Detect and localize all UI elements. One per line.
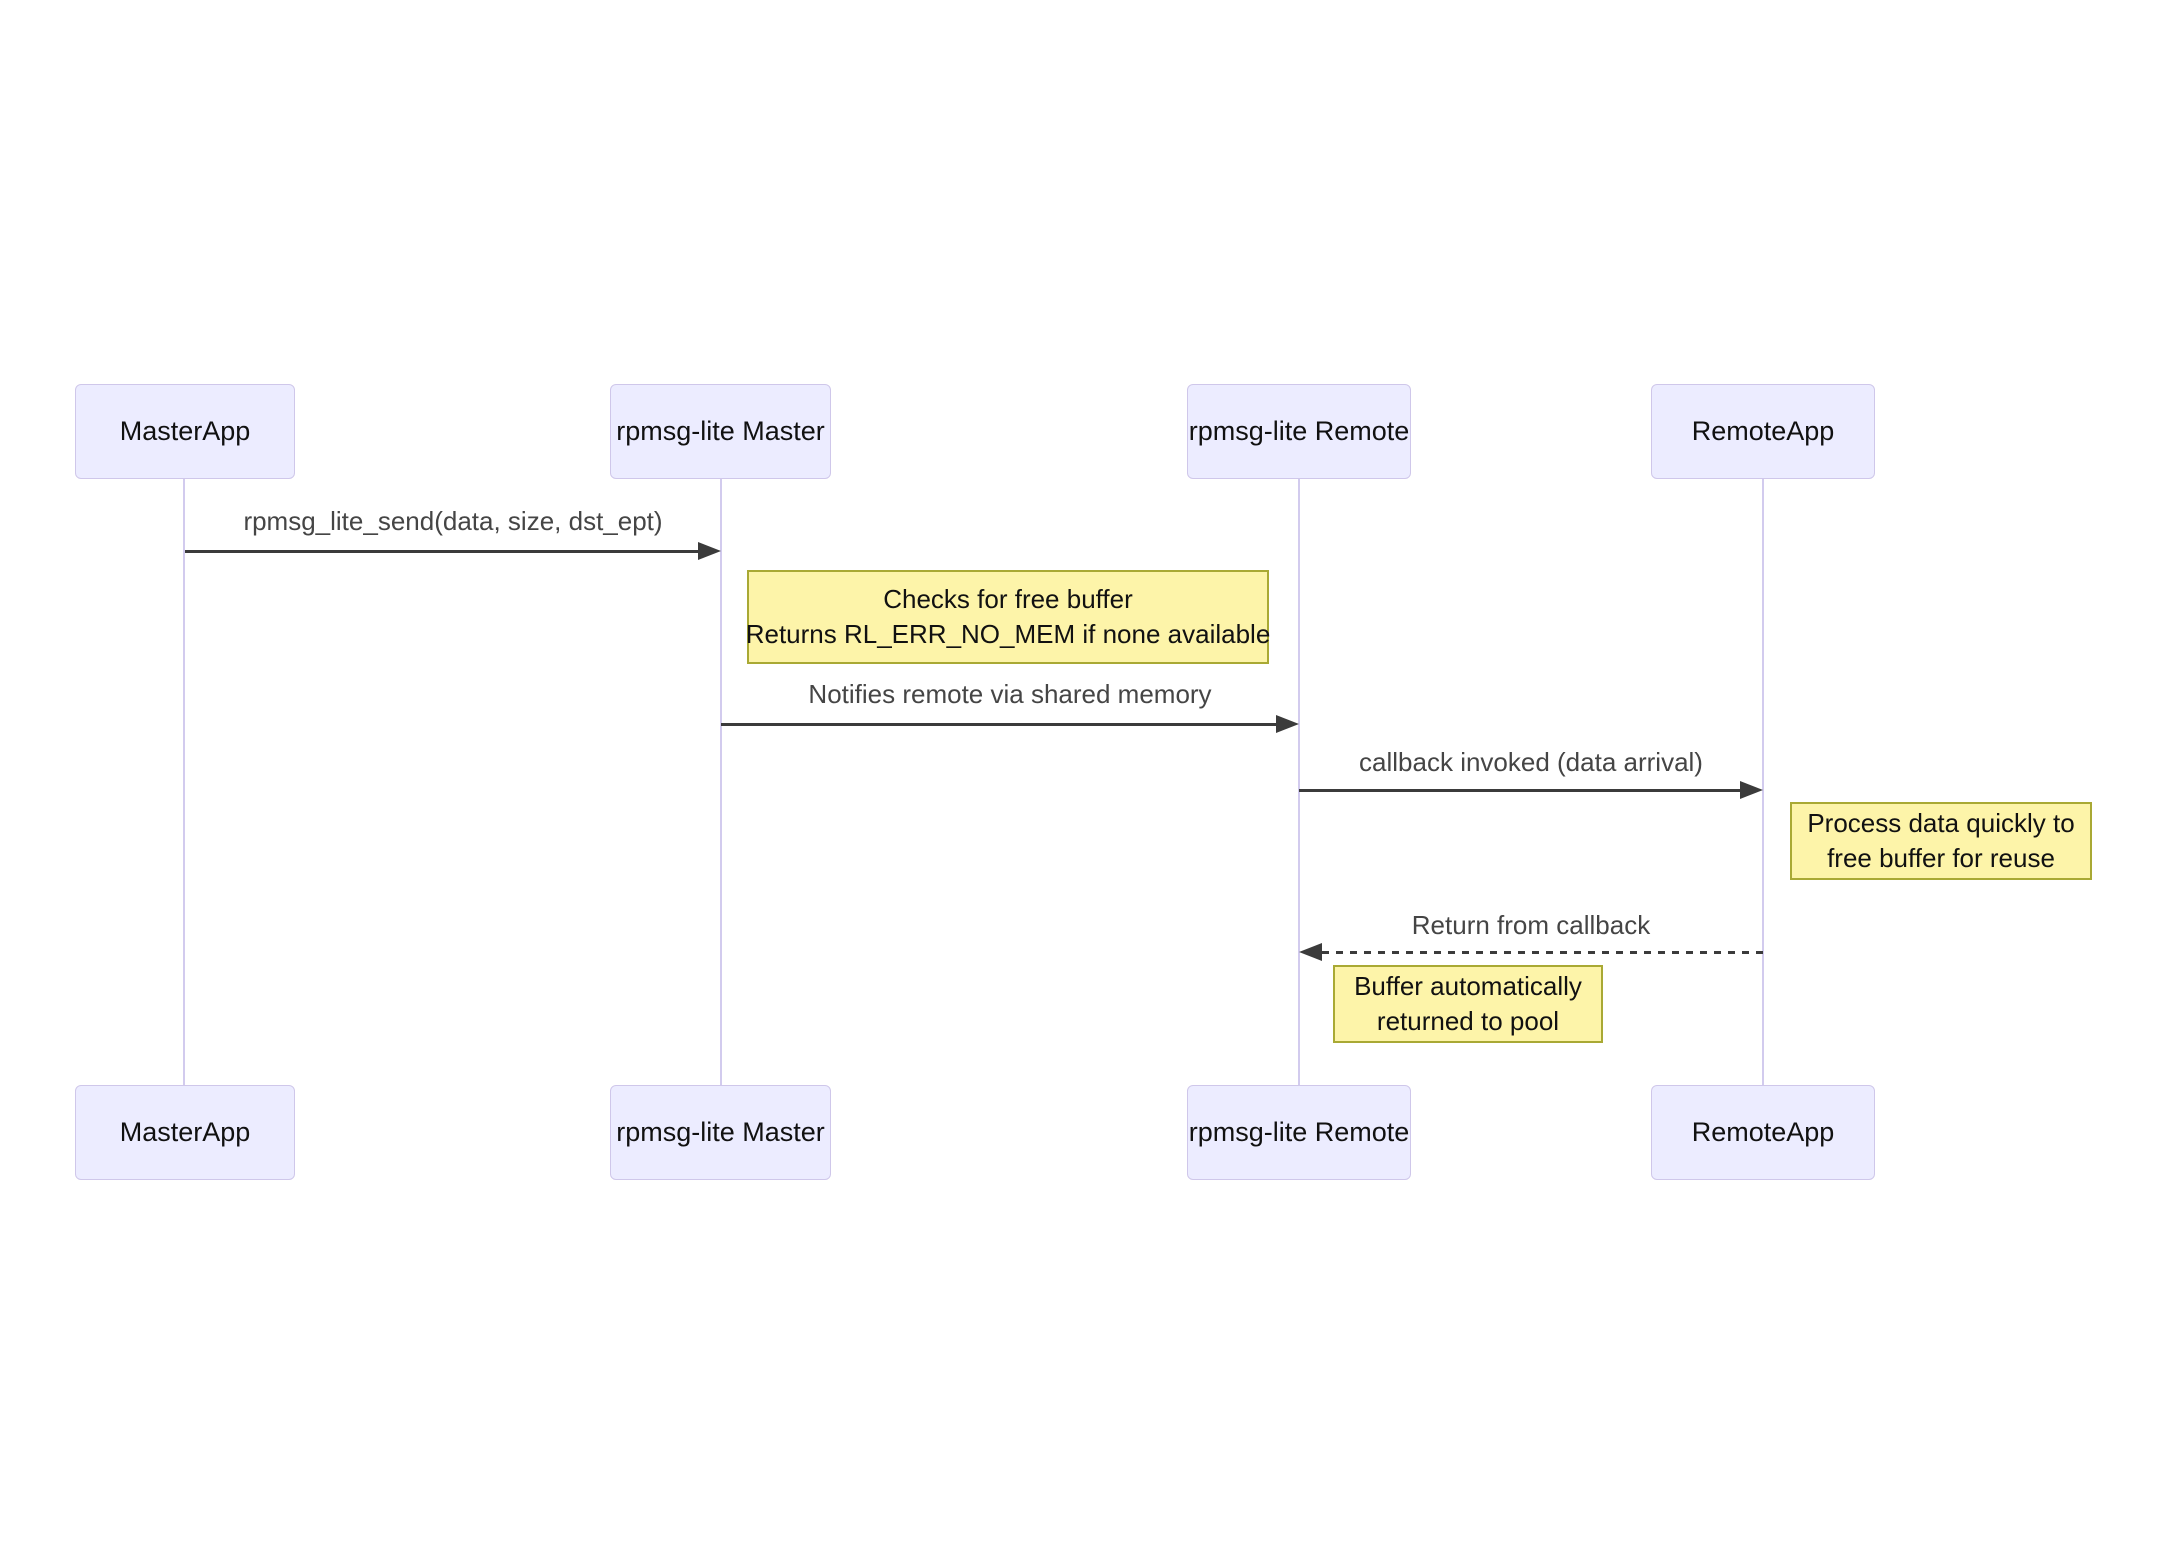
actor-label: rpmsg-lite Master — [616, 416, 825, 446]
message-label-notifies-remote: Notifies remote via shared memory — [808, 679, 1212, 709]
arrowhead-right-icon — [1740, 781, 1763, 799]
message-line-rpmsg-lite-send — [185, 550, 699, 553]
arrowhead-left-icon — [1299, 943, 1322, 961]
actor-label: MasterApp — [119, 1117, 251, 1147]
lifeline-remoteapp — [1762, 479, 1764, 1085]
actor-top-masterapp: MasterApp — [75, 384, 295, 479]
message-label-rpmsg-lite-send: rpmsg_lite_send(data, size, dst_ept) — [243, 506, 663, 536]
actor-bottom-rpmsg-lite-remote: rpmsg-lite Remote — [1187, 1085, 1411, 1180]
note-line: Process data quickly to — [1807, 808, 2075, 838]
actor-top-rpmsg-lite-master: rpmsg-lite Master — [610, 384, 831, 479]
actor-bottom-remoteapp: RemoteApp — [1651, 1085, 1875, 1180]
message-label-return-from-callback: Return from callback — [1411, 910, 1651, 940]
note-line: Checks for free buffer — [883, 584, 1133, 614]
message-line-notifies-remote — [721, 723, 1277, 726]
lifeline-masterapp — [183, 479, 185, 1085]
arrowhead-right-icon — [1276, 715, 1299, 733]
actor-top-remoteapp: RemoteApp — [1651, 384, 1875, 479]
lifeline-rpmsg-lite-master — [720, 479, 722, 1085]
actor-label: RemoteApp — [1691, 416, 1835, 446]
actor-bottom-masterapp: MasterApp — [75, 1085, 295, 1180]
message-label-callback-invoked: callback invoked (data arrival) — [1359, 747, 1703, 777]
actor-label: RemoteApp — [1691, 1117, 1835, 1147]
lifeline-rpmsg-lite-remote — [1298, 479, 1300, 1085]
arrowhead-right-icon — [698, 542, 721, 560]
note-line: free buffer for reuse — [1827, 843, 2055, 873]
message-line-return-from-callback — [1322, 951, 1763, 954]
actor-top-rpmsg-lite-remote: rpmsg-lite Remote — [1187, 384, 1411, 479]
note-process-data-quickly: Process data quickly to free buffer for … — [1790, 802, 2092, 880]
note-line: returned to pool — [1376, 1006, 1560, 1036]
actor-label: rpmsg-lite Remote — [1188, 1117, 1410, 1147]
note-line: Returns RL_ERR_NO_MEM if none available — [745, 619, 1271, 649]
note-buffer-returned-to-pool: Buffer automatically returned to pool — [1333, 965, 1603, 1043]
actor-bottom-rpmsg-lite-master: rpmsg-lite Master — [610, 1085, 831, 1180]
actor-label: rpmsg-lite Remote — [1188, 416, 1410, 446]
note-checks-free-buffer: Checks for free buffer Returns RL_ERR_NO… — [745, 570, 1271, 664]
note-line: Buffer automatically — [1354, 971, 1582, 1001]
actor-label: rpmsg-lite Master — [616, 1117, 825, 1147]
message-line-callback-invoked — [1299, 789, 1741, 792]
actor-label: MasterApp — [119, 416, 251, 446]
